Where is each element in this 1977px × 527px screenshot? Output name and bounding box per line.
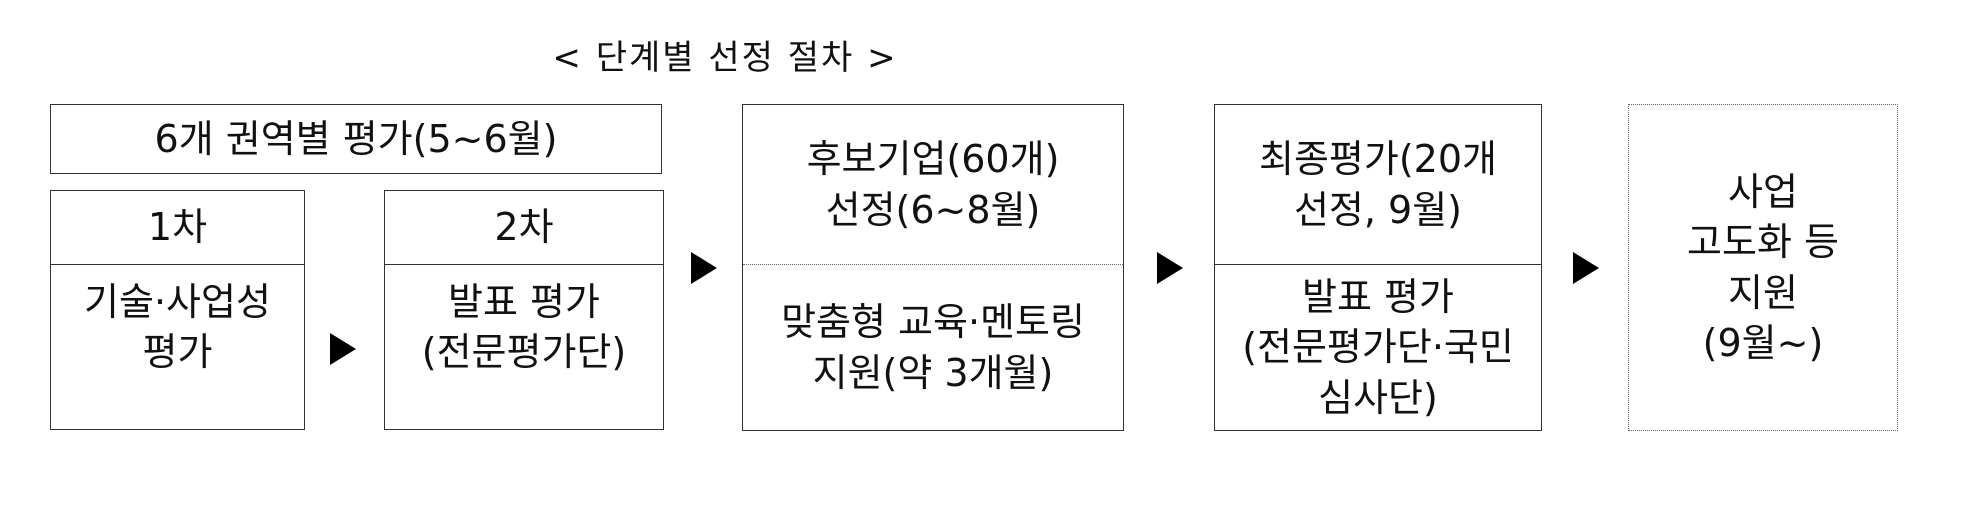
diagram-title: < 단계별 선정 절차 > xyxy=(552,38,898,78)
business-support-label: 사업 고도화 등 지원 (9월~) xyxy=(1687,170,1839,365)
regional-evaluation-header: 6개 권역별 평가(5~6월) xyxy=(50,104,662,174)
mentoring-support-label: 맞춤형 교육·멘토링 지원(약 3개월) xyxy=(781,300,1085,395)
arrow-round1-to-round2 xyxy=(330,333,356,365)
round2-body: 발표 평가 (전문평가단) xyxy=(421,280,627,375)
arrow-stage1-to-stage2 xyxy=(691,252,717,284)
arrow-stage3-to-stage4 xyxy=(1573,252,1599,284)
business-support-box: 사업 고도화 등 지원 (9월~) xyxy=(1628,104,1898,431)
final-evaluation-label: 최종평가(20개 선정, 9월) xyxy=(1215,105,1541,265)
regional-evaluation-label: 6개 권역별 평가(5~6월) xyxy=(154,116,558,161)
round2-box: 2차 발표 평가 (전문평가단) xyxy=(384,190,664,430)
round1-title: 1차 xyxy=(51,191,304,265)
final-evaluation-box: 최종평가(20개 선정, 9월) 발표 평가 (전문평가단·국민 심사단) xyxy=(1214,104,1542,431)
round1-box: 1차 기술·사업성 평가 xyxy=(50,190,305,430)
arrow-stage2-to-stage3 xyxy=(1157,252,1183,284)
round1-body: 기술·사업성 평가 xyxy=(84,280,271,375)
candidate-selection-label: 후보기업(60개) 선정(6~8월) xyxy=(743,105,1123,265)
round2-title: 2차 xyxy=(385,191,663,265)
presentation-evaluation-label: 발표 평가 (전문평가단·국민 심사단) xyxy=(1242,275,1514,420)
candidate-selection-box: 후보기업(60개) 선정(6~8월) 맞춤형 교육·멘토링 지원(약 3개월) xyxy=(742,104,1124,431)
